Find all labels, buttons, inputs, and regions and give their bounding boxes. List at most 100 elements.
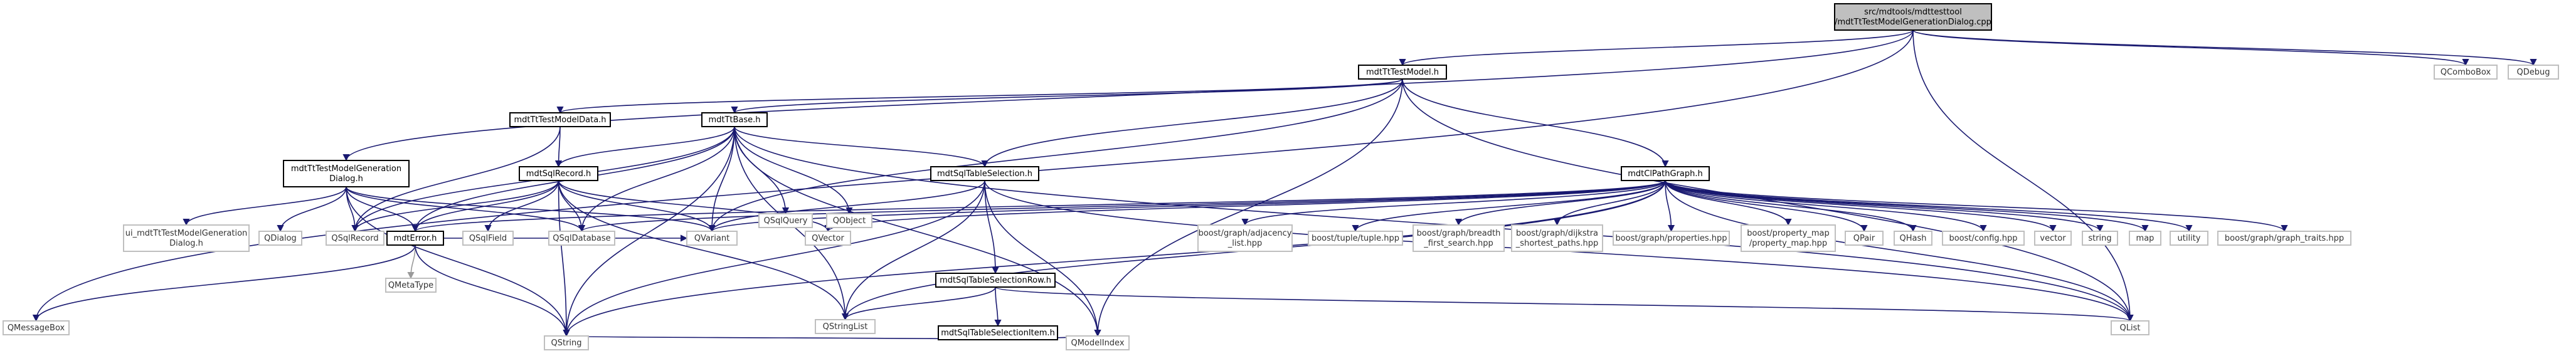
node-qdialog-label-0: QDialog (264, 234, 297, 243)
node-ui-mdttttestmodelgenerationdialog-h-label-0: ui_mdtTtTestModelGeneration (125, 229, 248, 238)
node-mdterror-h-label-0: mdtError.h (394, 234, 437, 243)
node-mdtsqltableselectionrow-h[interactable]: mdtSqlTableSelectionRow.h (935, 273, 1056, 288)
edge-root-to-mdtTtTestModelGenerationDialog-h (342, 29, 1914, 162)
node-utility: utility (2170, 231, 2208, 246)
node-mdttttestmodeldata-h-label-0: mdtTtTestModelData.h (514, 115, 606, 125)
node-qstring-label-0: QString (551, 338, 581, 348)
node-ui-mdttttestmodelgenerationdialog-h: ui_mdtTtTestModelGenerationDialog.h (123, 224, 250, 252)
edge-mdtClPathGraph-h-to-boost-breadth-first-search (1455, 180, 1666, 226)
node-boost-adjacency-list-label-0: boost/graph/adjacency (1199, 229, 1292, 238)
edge-mdtTtTestModel-h-to-mdtClPathGraph-h (1402, 78, 1669, 168)
node-vector-box (2034, 231, 2072, 246)
node-boost-graph-traits-box (2217, 231, 2351, 246)
node-mdttttestmodeldata-h[interactable]: mdtTtTestModelData.h (509, 112, 611, 127)
edge-layer (33, 29, 2537, 343)
edge-mdtTtBase-h-to-mdtSqlTableSelection-h (734, 126, 989, 168)
edge-mdtClPathGraph-h-to-boost-tuple (1352, 180, 1666, 233)
node-utility-label-0: utility (2178, 234, 2201, 243)
node-mdtsqltableselection-h-box (930, 166, 1039, 181)
node-qmessagebox: QMessageBox (3, 320, 70, 335)
edge-mdtClPathGraph-h-to-boost-config (1665, 180, 1987, 233)
node-mdtsqltableselectionitem-h-box (938, 325, 1058, 340)
edge-mdtClPathGraph-h-to-boost-adjacency-list (1241, 180, 1666, 226)
node-mdtsqltableselectionrow-h-box (935, 273, 1056, 288)
edge-mdtSqlTableSelectionRow-h-to-mdtSqlTableSelectionItem-h (994, 286, 1002, 327)
edge-mdtTtTestModelGenerationDialog-h-to-QDialog (277, 186, 347, 233)
node-mdtsqlrecord-h-box (519, 166, 598, 181)
node-mdtttbase-h[interactable]: mdtTtBase.h (701, 112, 768, 127)
node-qvariant: QVariant (686, 231, 738, 246)
node-qsqldatabase-box (548, 231, 615, 246)
node-mdttttestmodeldata-h-box (509, 112, 611, 127)
node-qsqldatabase: QSqlDatabase (548, 231, 615, 246)
edge-mdtSqlTableSelection-h-to-QStringList (841, 180, 985, 321)
node-qsqlrecord-box (326, 231, 384, 246)
edge-mdtTtTestModelGenerationDialog-h-to-QVariant (346, 186, 716, 233)
node-mdtsqlrecord-h-label-0: mdtSqlRecord.h (526, 169, 591, 179)
node-qlist-box (2111, 320, 2149, 335)
node-boost-graph-traits: boost/graph/graph_traits.hpp (2217, 231, 2351, 246)
node-mdttttestmodelgenerationdialog-h-label-1: Dialog.h (329, 174, 363, 184)
node-mdterror-h[interactable]: mdtError.h (386, 231, 444, 246)
node-string: string (2082, 231, 2118, 246)
node-qmodelindex-box (1066, 335, 1130, 350)
node-qdialog-box (258, 231, 302, 246)
node-utility-box (2170, 231, 2208, 246)
node-mdtsqltableselectionitem-h[interactable]: mdtSqlTableSelectionItem.h (938, 325, 1058, 340)
edge-mdtClPathGraph-h-to-QList (1665, 180, 2134, 322)
node-boost-adjacency-list-box (1197, 224, 1293, 252)
edge-mdtSqlRecord-h-to-QStringList (558, 180, 849, 321)
node-qmetatype: QMetaType (385, 278, 437, 293)
node-qsqlfield-box (462, 231, 514, 246)
node-qstring-box (544, 335, 589, 350)
node-qmodelindex: QModelIndex (1066, 335, 1130, 350)
node-qmetatype-box (385, 278, 437, 293)
node-boost-properties-label-0: boost/graph/properties.hpp (1615, 234, 1727, 243)
node-boost-dijkstra: boost/graph/dijkstra_shortest_paths.hpp (1511, 224, 1603, 252)
edge-mdtSqlRecord-h-to-QString (558, 180, 570, 337)
edge-root-to-QComboBox (1912, 29, 2469, 66)
node-map-label-0: map (2136, 234, 2155, 243)
node-mdtsqlrecord-h[interactable]: mdtSqlRecord.h (519, 166, 598, 181)
node-boost-breadth-first-search-box (1413, 224, 1505, 252)
node-boost-tuple: boost/tuple/tuple.hpp (1308, 231, 1403, 246)
edge-mdtTtTestModel-h-to-QModelIndex (1094, 78, 1403, 337)
edge-mdtSqlTableSelectionRow-h-to-QStringList (841, 286, 996, 321)
edge-mdtTtBase-h-to-QList (734, 126, 2134, 322)
edge-mdtClPathGraph-h-to-boost-graph-traits (1665, 180, 2288, 233)
node-qsqlquery-label-0: QSqlQuery (764, 216, 808, 226)
node-qlist-label-0: QList (2120, 323, 2141, 333)
node-qlist: QList (2111, 320, 2149, 335)
edge-mdtTtBase-h-to-QString (563, 126, 735, 337)
node-qmessagebox-box (3, 320, 70, 335)
node-boost-adjacency-list: boost/graph/adjacency_list.hpp (1197, 224, 1293, 252)
node-root-box (1834, 3, 1992, 31)
edge-mdtSqlTableSelectionRow-h-to-QList (995, 286, 2133, 322)
edge-mdtClPathGraph-h-to-QString (563, 180, 1666, 337)
node-string-label-0: string (2088, 234, 2111, 243)
edge-mdtTtBase-h-to-QSqlDatabase (578, 126, 735, 233)
node-boost-breadth-first-search: boost/graph/breadth_first_search.hpp (1413, 224, 1505, 252)
node-boost-dijkstra-label-0: boost/graph/dijkstra (1516, 229, 1598, 238)
node-qmessagebox-label-0: QMessageBox (8, 323, 65, 333)
edge-mdtClPathGraph-h-to-QSqlDatabase (578, 180, 1666, 233)
edge-mdtSqlRecord-h-to-QVariant (558, 180, 716, 233)
node-qvector-label-0: QVector (812, 234, 844, 243)
node-qsqlquery-box (758, 213, 813, 228)
edge-mdtSqlTableSelection-h-to-QModelIndex (984, 180, 1101, 337)
node-mdtclpathgraph-h[interactable]: mdtClPathGraph.h (1621, 166, 1710, 181)
node-qvector: QVector (805, 231, 851, 246)
node-qdebug: QDebug (2508, 65, 2559, 80)
node-qdialog: QDialog (258, 231, 302, 246)
node-mdttttestmodelgenerationdialog-h[interactable]: mdtTtTestModelGenerationDialog.h (283, 160, 410, 187)
edge-mdtTtTestModel-h-to-mdtSqlTableSelection-h (981, 78, 1403, 168)
node-mdtsqltableselection-h[interactable]: mdtSqlTableSelection.h (930, 166, 1039, 181)
node-mdttttestmodel-h[interactable]: mdtTtTestModel.h (1358, 65, 1447, 80)
node-qsqlfield-label-0: QSqlField (469, 234, 507, 243)
edge-mdtTtTestModelGenerationDialog-h-to-QString (346, 186, 570, 337)
edge-mdtError-h-to-QString (415, 244, 570, 337)
node-boost-properties: boost/graph/properties.hpp (1613, 231, 1730, 246)
node-root-label-0: src/mdtools/mdttesttool (1864, 8, 1962, 17)
edge-mdtClPathGraph-h-to-vector (1665, 180, 2057, 233)
